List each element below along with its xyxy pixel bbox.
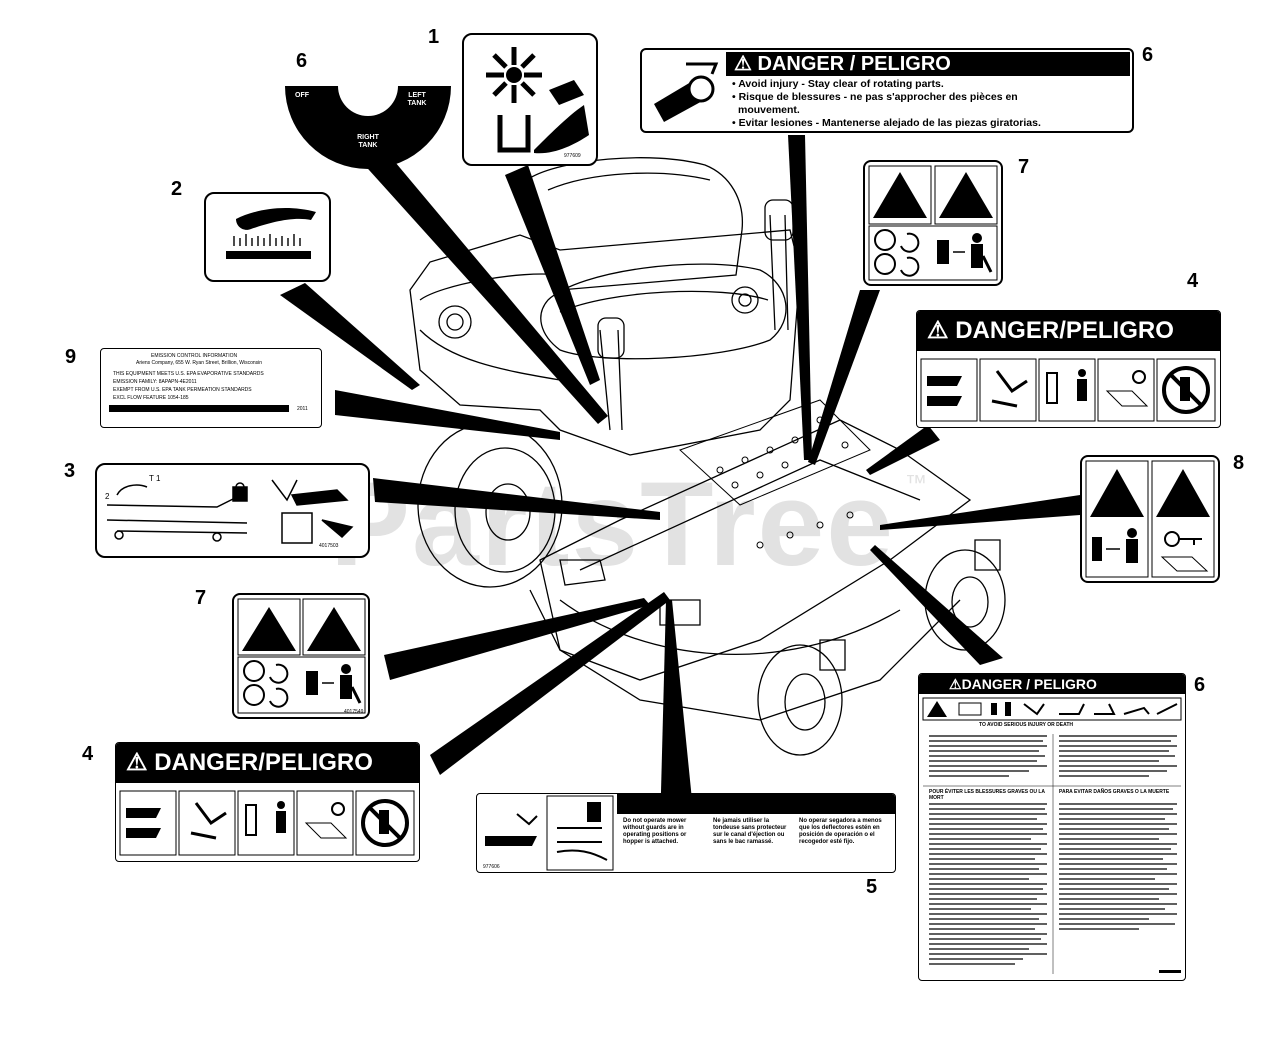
danger-rotating-line-3: mouvement.: [738, 104, 800, 116]
chute-text-es: No operar segadora a menos que los defle…: [799, 818, 882, 845]
danger-instructions-header-text: DANGER / PELIGRO: [961, 676, 1097, 692]
rotating-warning-decal-left: 4017549: [232, 593, 370, 719]
danger-instructions-header: ⚠DANGER / PELIGRO: [919, 674, 1185, 694]
emission-line-5: EXEMPT FROM U.S. EPA TANK PERMEATION STA…: [113, 387, 252, 393]
hitch-lock-decal: 2 T 1 4017503: [95, 463, 370, 558]
callout-4-right: 4: [1187, 270, 1199, 292]
callout-2: 2: [171, 178, 183, 200]
warning-triangle-icon: ⚠: [734, 53, 758, 75]
callout-4-left: 4: [82, 743, 94, 765]
svg-text:T 1: T 1: [149, 474, 161, 483]
callout-6-rotating: 6: [1142, 44, 1154, 66]
emission-line-6: EXCL FLOW FEATURE 1054-185: [113, 395, 189, 401]
emission-line-3: THIS EQUIPMENT MEETS U.S. EPA EVAPORATIV…: [113, 371, 264, 377]
danger-rotating-header-text: DANGER / PELIGRO: [757, 53, 951, 75]
callout-5: 5: [866, 876, 878, 898]
warning-triangle-icon: ⚠: [126, 749, 155, 776]
rotating-hand-part-number: 977609: [564, 153, 581, 159]
danger-icons-header-left-text: DANGER/PELIGRO: [154, 749, 373, 776]
danger-instructions-fr-head: POUR ÉVITER LES BLESSURES GRAVES OU LA M…: [929, 789, 1045, 801]
danger-instructions-es-head: PARA EVITAR DAÑOS GRAVES O LA MUERTE: [1059, 789, 1170, 795]
svg-text:2: 2: [105, 492, 110, 501]
fuel-off-label: OFF: [295, 92, 309, 99]
callout-6-fuel: 6: [296, 50, 308, 72]
danger-rotating-decal: ⚠ DANGER / PELIGRO • Avoid injury - Stay…: [640, 48, 1134, 133]
callout-3: 3: [64, 460, 76, 482]
callout-8: 8: [1233, 452, 1245, 474]
hitch-part-number: 4017503: [319, 543, 339, 549]
danger-icons-decal-left: ⚠ DANGER/PELIGRO: [115, 742, 420, 862]
danger-icons-header-right: ⚠ DANGER/PELIGRO: [917, 311, 1220, 351]
emission-line-2: Ariens Company, 655 W. Ryan Street, Bril…: [136, 360, 263, 366]
callout-7-left: 7: [195, 587, 207, 609]
danger-rotating-line-2: • Risque de blessures - ne pas s'approch…: [732, 91, 1018, 103]
emission-year: 2011: [297, 406, 308, 412]
rotating-small-part-number: 4017549: [344, 709, 364, 715]
danger-icons-header-right-text: DANGER/PELIGRO: [955, 317, 1174, 344]
rotating-warning-decal-right: [863, 160, 1003, 286]
fuel-right-tank-label: RIGHT TANK: [357, 134, 379, 149]
emission-bar: [109, 405, 289, 412]
chute-part-number: 977606: [483, 864, 500, 870]
chute-text-en: Do not operate mower without guards are …: [623, 818, 687, 845]
callout-1: 1: [428, 26, 440, 48]
danger-rotating-line-4: • Evitar lesiones - Mantenerse alejado d…: [732, 117, 1041, 129]
emission-line-1: EMISSION CONTROL INFORMATION: [151, 353, 238, 359]
warning-triangle-icon: ⚠: [927, 317, 956, 344]
key-warning-decal: [1080, 455, 1220, 583]
danger-instructions-decal: ⚠DANGER / PELIGRO TO AVOID SERI: [918, 673, 1186, 981]
warning-triangle-icon: ⚠: [949, 676, 962, 692]
emission-line-4: EMISSION FAMILY: 8APAPN-4E2011: [113, 379, 197, 385]
chute-header-bar: [617, 794, 895, 814]
danger-icons-header-left: ⚠ DANGER/PELIGRO: [116, 743, 419, 783]
chute-text-fr: Ne jamais utiliser la tondeuse sans prot…: [713, 818, 787, 845]
chute-decal: 977606 Do not operate mower without guar…: [476, 793, 896, 873]
danger-rotating-line-1: • Avoid injury - Stay clear of rotating …: [732, 78, 944, 90]
hot-surface-decal: [204, 192, 331, 282]
callout-7-right: 7: [1018, 156, 1030, 178]
callout-9: 9: [65, 346, 77, 368]
fuel-left-tank-label: LEFT TANK: [407, 92, 427, 107]
trademark-mark: ™: [905, 470, 927, 495]
rotating-hand-decal: 977609: [462, 33, 598, 166]
danger-instructions-subhead: TO AVOID SERIOUS INJURY OR DEATH: [979, 722, 1073, 728]
danger-rotating-header: ⚠ DANGER / PELIGRO: [726, 52, 1130, 76]
rotating-shaft-icon: [646, 54, 722, 128]
callout-6-large: 6: [1194, 674, 1206, 696]
danger-icons-decal-right: ⚠ DANGER/PELIGRO: [916, 310, 1221, 428]
fuel-selector-decal: OFF LEFT TANK RIGHT TANK: [283, 84, 453, 169]
emission-decal: EMISSION CONTROL INFORMATION Ariens Comp…: [100, 348, 322, 428]
